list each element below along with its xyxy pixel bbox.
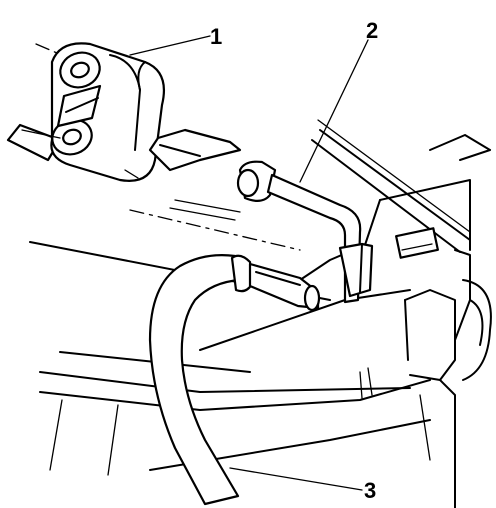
- callout-2: 2: [366, 18, 378, 43]
- grommet-part-1: [6, 42, 242, 182]
- body-structure: [29, 129, 492, 508]
- leader-line-3: [229, 467, 363, 491]
- tube-part-2: [236, 160, 374, 304]
- leader-lines: [129, 35, 369, 491]
- hose-part-3: [148, 254, 321, 506]
- leader-line-2: [299, 39, 369, 183]
- reference-lines: [35, 43, 471, 251]
- callout-3: 3: [364, 478, 376, 503]
- callout-1: 1: [210, 24, 222, 49]
- leader-line-1: [129, 35, 211, 56]
